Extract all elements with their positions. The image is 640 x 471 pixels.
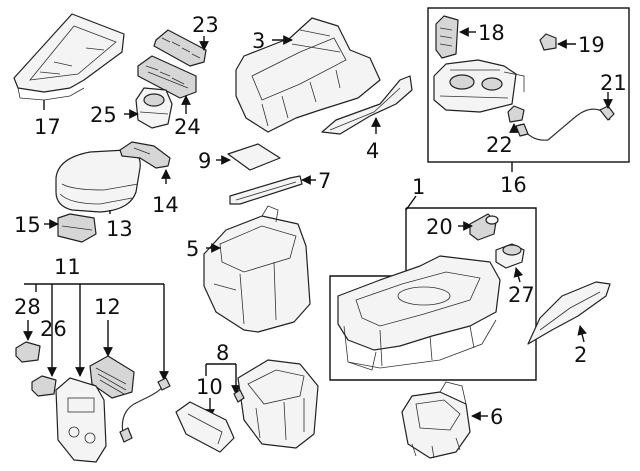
callout-17: 17 (34, 115, 61, 139)
part-15-latch (57, 213, 97, 243)
callout-13: 13 (106, 217, 133, 241)
assembly-box-16 (427, 7, 630, 163)
part-28-switch (15, 341, 41, 363)
part-18-cover (435, 15, 459, 59)
part-4-side-trim (321, 75, 413, 135)
callout-1: 1 (412, 175, 425, 199)
part-9-mat (227, 143, 281, 171)
part-2-side-panel (527, 281, 611, 345)
part-25-controller-knob (135, 87, 173, 129)
part-19-clip (539, 33, 557, 51)
callout-15: 15 (14, 213, 41, 237)
callout-14: 14 (152, 193, 179, 217)
part-23-switch-panel (153, 29, 207, 67)
part-6-shifter-base (401, 381, 471, 459)
part-12-air-vent (89, 355, 135, 399)
callout-8: 8 (216, 341, 229, 365)
part-11-rear-bezel (55, 377, 107, 463)
callout-11: 11 (54, 255, 81, 279)
callout-24: 24 (174, 115, 201, 139)
part-22-connector (507, 105, 525, 123)
callout-9: 9 (198, 149, 211, 173)
callout-12: 12 (94, 295, 121, 319)
callout-28: 28 (14, 295, 41, 319)
part-13-armrest-lid (55, 149, 141, 213)
callout-18: 18 (478, 21, 505, 45)
callout-23: 23 (192, 13, 219, 37)
callout-27: 27 (508, 283, 535, 307)
part-21-wire-harness (515, 105, 615, 141)
callout-10: 10 (196, 375, 223, 399)
part-3-console-bracket (235, 17, 381, 133)
callout-25: 25 (90, 103, 117, 127)
part-24-switch-bezel (137, 55, 197, 99)
callout-5: 5 (186, 237, 199, 261)
part-17-console-trim-plate (13, 13, 125, 110)
part-1-floor-console (337, 255, 501, 371)
part-16-cupholder-assembly (433, 59, 525, 113)
callout-16: 16 (500, 173, 527, 197)
part-10-storage-tray (175, 401, 235, 453)
callout-22: 22 (486, 133, 513, 157)
leader-1 (405, 195, 417, 211)
callout-7: 7 (318, 169, 331, 193)
callout-21: 21 (600, 71, 627, 95)
part-14-hinge-bracket (119, 141, 171, 169)
part-5-rear-housing (203, 205, 311, 333)
part-8-storage-bin (233, 359, 319, 449)
part-20-power-outlet (469, 213, 499, 241)
callout-2: 2 (574, 343, 587, 367)
callout-19: 19 (578, 33, 605, 57)
callout-26: 26 (40, 317, 67, 341)
part-27-usb-port (495, 243, 525, 269)
callout-6: 6 (490, 405, 503, 429)
part-11-wire-clip (119, 377, 171, 443)
group-11-leaders (24, 283, 169, 381)
part-7-rail-trim (229, 175, 303, 205)
callout-20: 20 (426, 215, 453, 239)
callout-3: 3 (252, 29, 265, 53)
part-26-switch (31, 375, 57, 397)
callout-4: 4 (366, 139, 379, 163)
